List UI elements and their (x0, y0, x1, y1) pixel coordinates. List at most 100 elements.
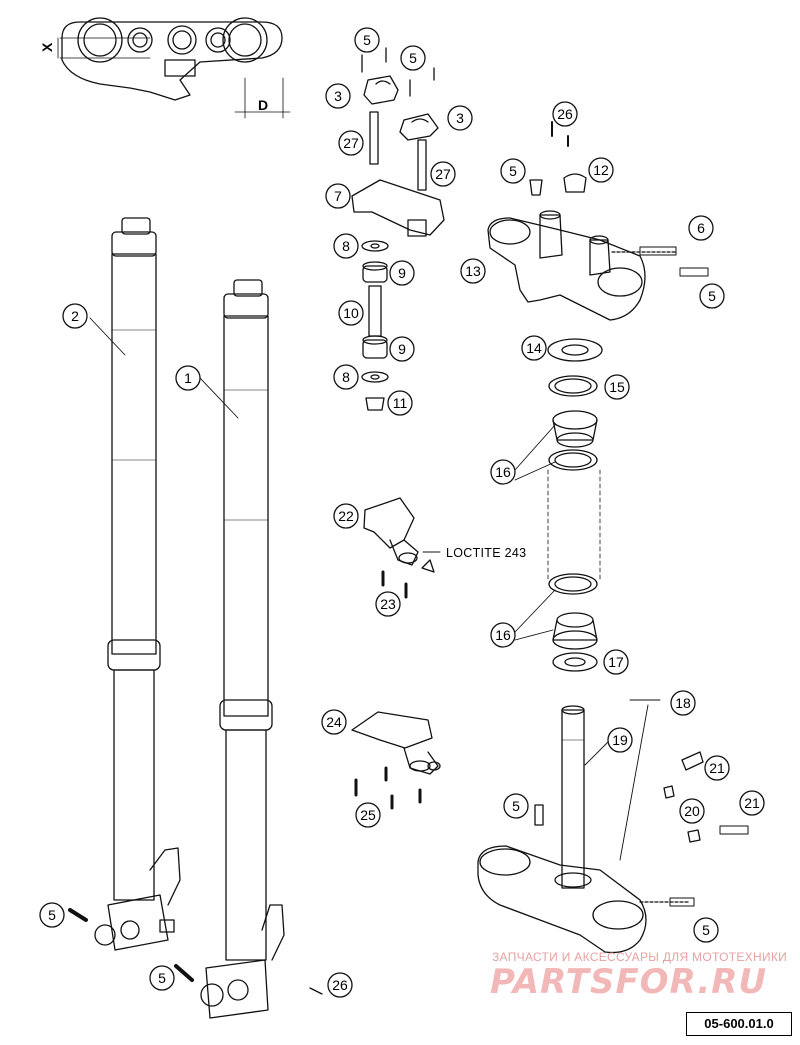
callout-circle (503, 793, 529, 819)
lower-triple-clamp (477, 705, 749, 954)
callout-number: 9 (398, 341, 406, 357)
callout-6: 6 (688, 215, 714, 241)
callout-10: 10 (338, 300, 364, 326)
callout-number: 22 (338, 508, 354, 524)
callout-circle (400, 45, 426, 71)
callout-22: 22 (333, 503, 359, 529)
callout-16: 16 (490, 622, 516, 648)
callout-number: 27 (435, 166, 451, 182)
callout-11: 11 (387, 390, 413, 416)
callout-number: 24 (326, 714, 342, 730)
callout-5: 5 (503, 793, 529, 819)
callout-circle (389, 336, 415, 362)
callout-14: 14 (521, 335, 547, 361)
callout-numbers: 1233555555556788991011121314151616171819… (39, 27, 765, 998)
callout-number: 13 (465, 263, 481, 279)
callout-circle (699, 283, 725, 309)
callout-number: 16 (495, 627, 511, 643)
callout-circle (321, 709, 347, 735)
callout-number: 5 (708, 288, 716, 304)
callout-circle (688, 215, 714, 241)
callout-circle (149, 965, 175, 991)
callout-number: 14 (526, 340, 542, 356)
callout-circle (325, 83, 351, 109)
dimension-d-label: D (258, 97, 268, 113)
callout-5: 5 (354, 27, 380, 53)
callout-16: 16 (490, 459, 516, 485)
callout-12: 12 (588, 157, 614, 183)
callout-3: 3 (325, 83, 351, 109)
callout-number: 15 (609, 379, 625, 395)
callout-circle (39, 902, 65, 928)
callout-9: 9 (389, 260, 415, 286)
callout-circle (338, 130, 364, 156)
callout-number: 26 (557, 106, 573, 122)
callout-circle (355, 802, 381, 828)
callout-3: 3 (447, 105, 473, 131)
callout-number: 5 (512, 798, 520, 814)
callout-circle (460, 258, 486, 284)
callout-number: 7 (334, 188, 342, 204)
bushings (361, 240, 389, 411)
fork-leg-right (200, 279, 285, 1019)
callout-circle (333, 503, 359, 529)
callout-circle (62, 303, 88, 329)
fork-leg-left (94, 217, 181, 951)
callout-circle (175, 365, 201, 391)
callout-5: 5 (699, 283, 725, 309)
callout-circle (552, 101, 578, 127)
callout-8: 8 (333, 364, 359, 390)
callout-number: 9 (398, 265, 406, 281)
callout-number: 5 (702, 922, 710, 938)
callout-13: 13 (460, 258, 486, 284)
callout-number: 1 (184, 370, 192, 386)
callout-number: 6 (697, 220, 705, 236)
callout-17: 17 (603, 649, 629, 675)
callout-number: 12 (593, 162, 609, 178)
callout-26: 26 (327, 972, 353, 998)
callout-number: 5 (363, 32, 371, 48)
callout-circle (607, 727, 633, 753)
callout-number: 19 (612, 732, 628, 748)
dimension-x-label: X (39, 42, 55, 52)
callout-circle (354, 27, 380, 53)
callout-27: 27 (430, 161, 456, 187)
callout-26: 26 (552, 101, 578, 127)
callout-23: 23 (375, 591, 401, 617)
callout-circle (327, 972, 353, 998)
callout-circle (333, 364, 359, 390)
callout-number: 8 (342, 238, 350, 254)
callout-number: 2 (71, 308, 79, 324)
callout-5: 5 (39, 902, 65, 928)
loctite-note: LOCTITE 243 (446, 546, 527, 560)
callout-number: 17 (608, 654, 624, 670)
callout-number: 16 (495, 464, 511, 480)
callout-number: 21 (709, 760, 725, 776)
callout-number: 3 (334, 88, 342, 104)
callout-1: 1 (175, 365, 201, 391)
callout-number: 5 (158, 970, 166, 986)
callout-number: 23 (380, 596, 396, 612)
callout-19: 19 (607, 727, 633, 753)
callout-8: 8 (333, 233, 359, 259)
callout-circle (679, 798, 705, 824)
callout-circle (325, 183, 351, 209)
callout-number: 21 (744, 795, 760, 811)
callout-2: 2 (62, 303, 88, 329)
callout-number: 5 (409, 50, 417, 66)
callout-circle (693, 917, 719, 943)
callout-circle (333, 233, 359, 259)
callout-21: 21 (739, 790, 765, 816)
triple-clamp-top-view (57, 17, 291, 119)
callout-circle (521, 335, 547, 361)
callout-circle (670, 690, 696, 716)
callout-20: 20 (679, 798, 705, 824)
callout-circle (739, 790, 765, 816)
callout-5: 5 (693, 917, 719, 943)
callout-circle (338, 300, 364, 326)
callout-number: 11 (393, 395, 408, 411)
callout-number: 5 (509, 163, 517, 179)
callout-circle (447, 105, 473, 131)
callout-circle (704, 755, 730, 781)
